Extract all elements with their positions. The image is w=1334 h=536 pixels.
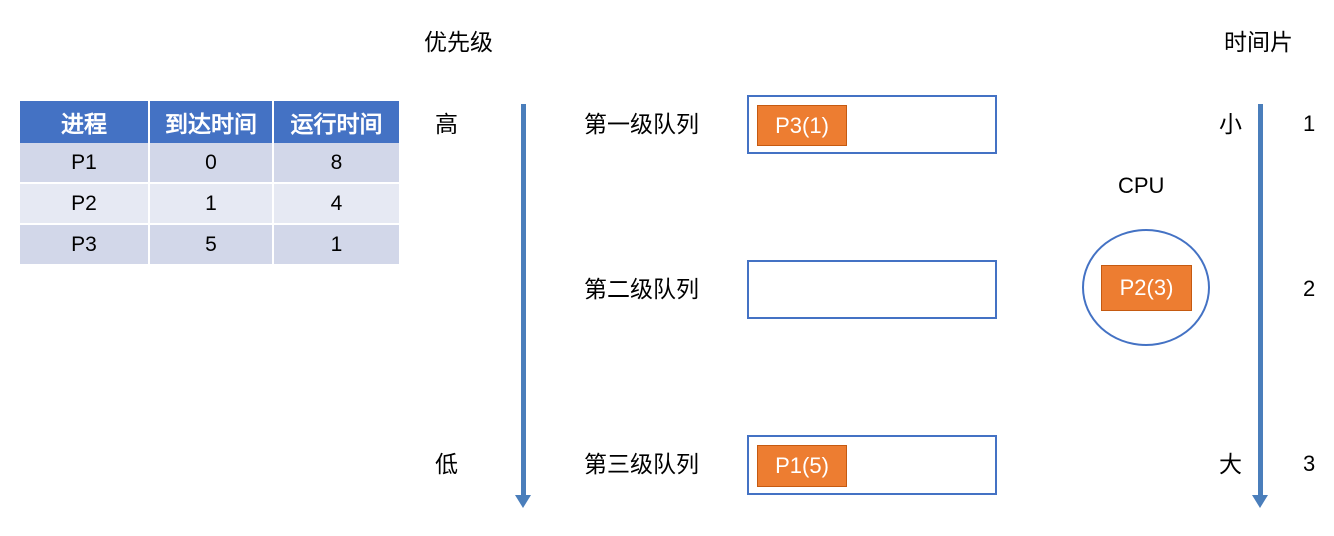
process-table: 进程 到达时间 运行时间 P1 0 8 P2 1 4 P3 5 1	[20, 101, 399, 266]
cpu-running-process-block[interactable]: P2(3)	[1101, 265, 1192, 311]
priority-axis-arrow-line	[521, 104, 526, 495]
table-row: P1 0 8	[20, 143, 399, 184]
timeslice-axis-arrow-line	[1258, 104, 1263, 495]
cell-run-time: 4	[274, 184, 399, 225]
column-header-run-time: 运行时间	[274, 101, 399, 143]
timeslice-value-3: 3	[1303, 451, 1316, 476]
timeslice-axis-title: 时间片	[1224, 29, 1293, 55]
table-row: P3 5 1	[20, 225, 399, 266]
priority-low-label: 低	[435, 451, 458, 477]
queue-1-box[interactable]: P3(1)	[747, 95, 997, 154]
queue-2-box[interactable]	[747, 260, 997, 319]
cpu-label: CPU	[1118, 173, 1165, 198]
timeslice-value-1: 1	[1303, 111, 1316, 136]
priority-axis-title: 优先级	[424, 29, 493, 55]
timeslice-value-2: 2	[1303, 276, 1316, 301]
priority-high-label: 高	[435, 111, 458, 137]
table-row: P2 1 4	[20, 184, 399, 225]
queue-1-process-block[interactable]: P3(1)	[757, 105, 847, 146]
queue-3-label: 第三级队列	[584, 451, 699, 477]
column-header-arrival-time: 到达时间	[150, 101, 274, 143]
timeslice-large-label: 大	[1219, 451, 1242, 477]
column-header-process: 进程	[20, 101, 150, 143]
cell-process-name: P3	[20, 225, 150, 266]
cell-arrival-time: 1	[150, 184, 274, 225]
cell-process-name: P1	[20, 143, 150, 184]
timeslice-axis-arrow-head	[1252, 495, 1268, 508]
cell-run-time: 1	[274, 225, 399, 266]
queue-2-label: 第二级队列	[584, 276, 699, 302]
cell-run-time: 8	[274, 143, 399, 184]
queue-3-box[interactable]: P1(5)	[747, 435, 997, 495]
queue-1-label: 第一级队列	[584, 111, 699, 137]
queue-3-process-block[interactable]: P1(5)	[757, 445, 847, 487]
table-header-row: 进程 到达时间 运行时间	[20, 101, 399, 143]
priority-axis-arrow-head	[515, 495, 531, 508]
cell-arrival-time: 0	[150, 143, 274, 184]
timeslice-small-label: 小	[1219, 111, 1242, 137]
cell-arrival-time: 5	[150, 225, 274, 266]
cell-process-name: P2	[20, 184, 150, 225]
